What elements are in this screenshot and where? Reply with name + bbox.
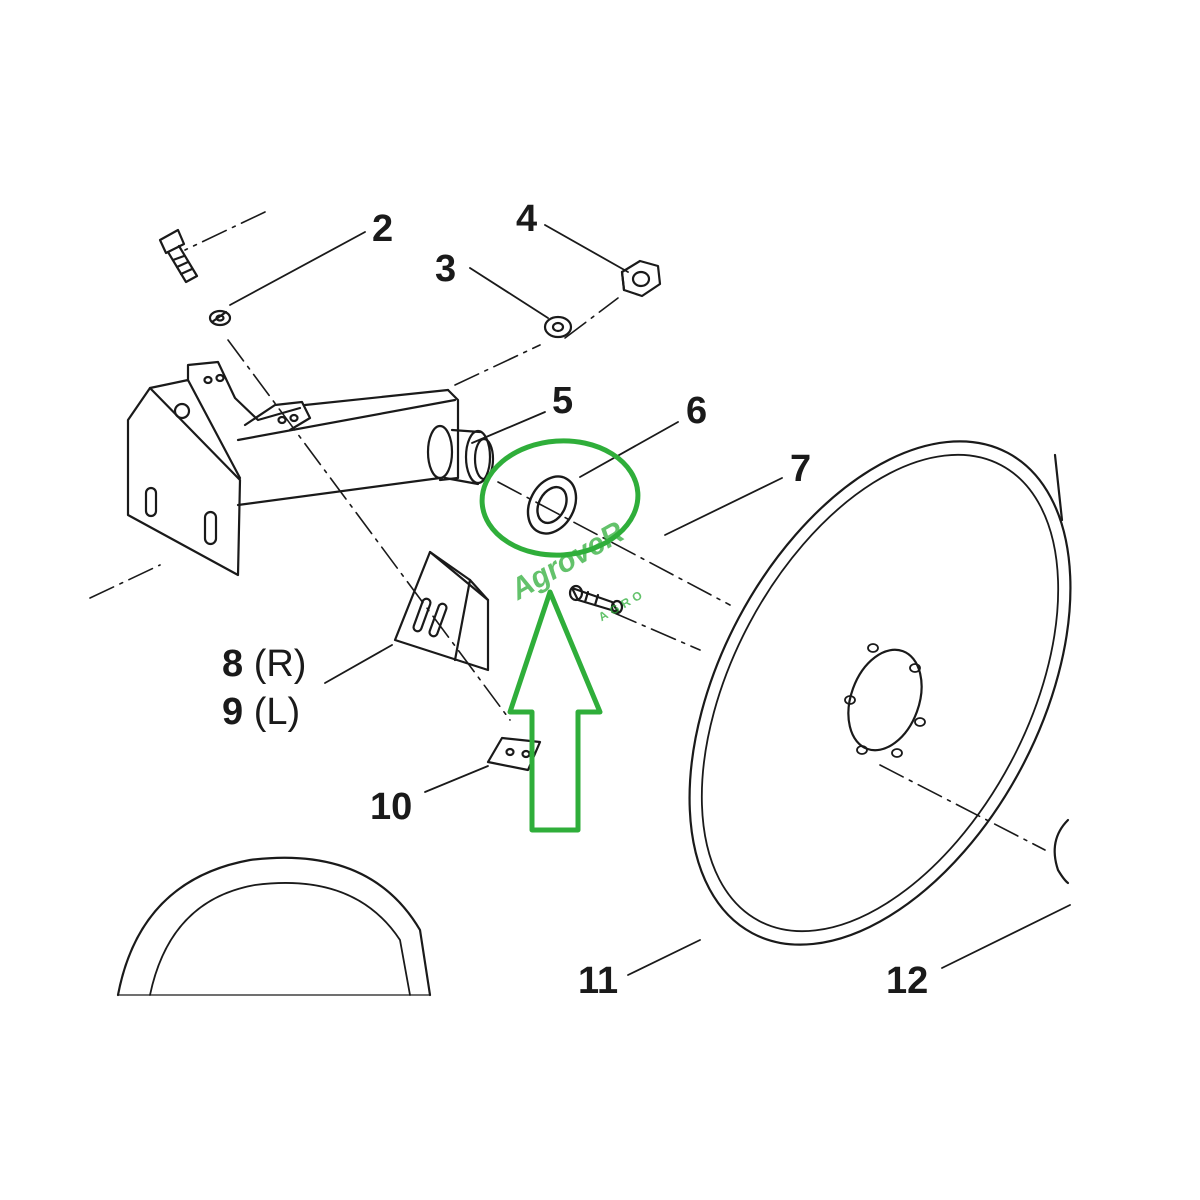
callout-10: 10: [370, 786, 413, 828]
part-7-stud: [568, 584, 624, 615]
wheel: [116, 856, 432, 997]
callout-7: 7: [790, 448, 812, 490]
highlight-arrow: [507, 589, 603, 833]
part-8-9-scraper: [393, 550, 490, 672]
leader-lines: [229, 224, 1071, 976]
part-11-disc: [688, 440, 1072, 946]
callout-4: 4: [516, 198, 538, 240]
highlight-circle: [479, 438, 641, 558]
callout-9-number: 9: [222, 691, 244, 733]
callout-6: 6: [686, 390, 708, 432]
callout-3: 3: [435, 248, 457, 290]
callout-9: 9 (L): [222, 693, 300, 731]
part-4-hex-nut: [620, 259, 662, 298]
part-5-arm-bracket: [126, 360, 495, 577]
callout-11: 11: [578, 960, 619, 1002]
callout-9-side: (L): [253, 691, 301, 733]
callout-8-side: (R): [253, 643, 307, 685]
callout-8: 8 (R): [222, 645, 306, 683]
center-lines: [89, 211, 1046, 851]
callout-12: 12: [886, 960, 929, 1002]
part-12-hub: [1053, 818, 1070, 885]
callout-8-number: 8: [222, 643, 244, 685]
part-1-bolt: [158, 228, 199, 284]
callout-2: 2: [372, 208, 394, 250]
callout-5: 5: [552, 380, 574, 422]
part-2-lock-washer: [208, 309, 232, 327]
part-3-washer: [543, 315, 573, 339]
part-6-seal-ring: [526, 475, 578, 535]
